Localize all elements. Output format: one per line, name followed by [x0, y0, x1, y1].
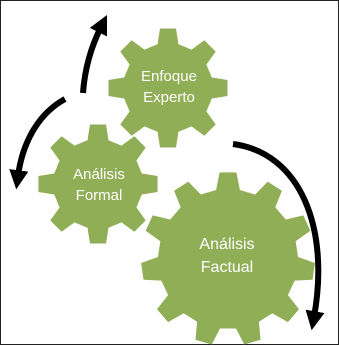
gear-left-shape: [38, 124, 158, 244]
cycle-arrow-right: [232, 141, 325, 331]
gear-left-label-line1: Análisis: [73, 166, 125, 183]
gear-bottom-label: Análisis Factual: [199, 236, 254, 276]
cycle-arrow-top: [80, 14, 108, 94]
gear-top-label: Enfoque Experto: [141, 68, 197, 106]
gear-left-label-line2: Formal: [76, 187, 123, 204]
gear-left-label: Análisis Formal: [73, 166, 125, 204]
cycle-arrow-left: [9, 96, 67, 190]
gear-top-shape: [108, 28, 228, 148]
gear-top-label-line1: Enfoque: [141, 68, 197, 85]
gear-top-label-line2: Experto: [143, 89, 195, 106]
gear-bottom-label-line2: Factual: [201, 259, 253, 276]
gear-bottom-label-line1: Análisis: [199, 236, 254, 253]
gear-bottom-shape: [141, 172, 315, 345]
